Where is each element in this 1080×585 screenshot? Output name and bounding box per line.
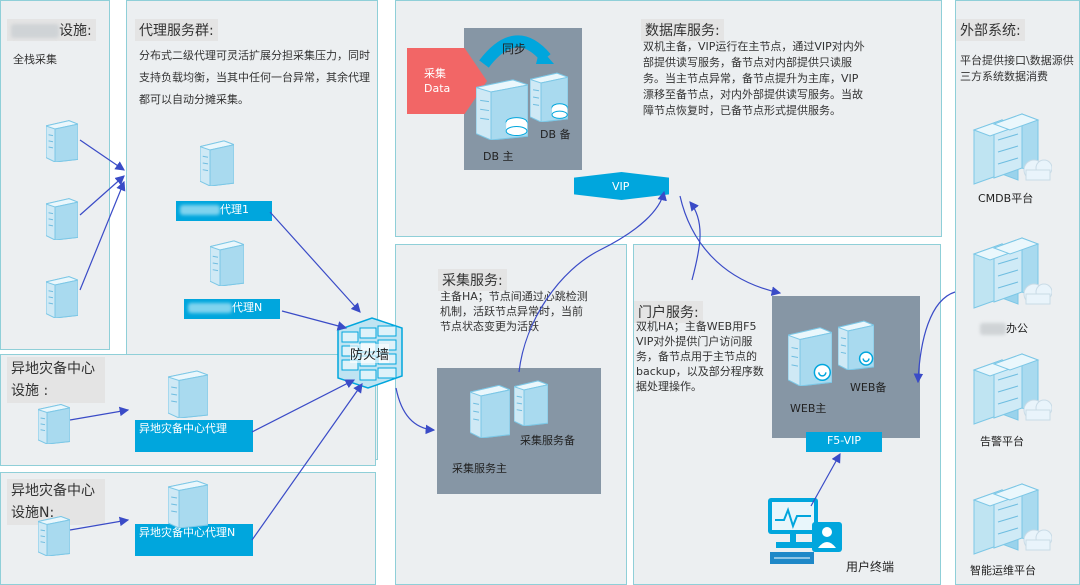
- redacted-name: [188, 303, 232, 313]
- collect-service-title: 采集服务:: [438, 269, 507, 291]
- f5-vip-label: F5-VIP: [826, 434, 862, 447]
- dr1-title: 异地灾备中心 设施 :: [7, 357, 105, 403]
- drN-proxy-label: 异地灾备中心代理N: [135, 524, 253, 556]
- web-backup-label: WEB备: [850, 381, 887, 394]
- proxyN-label-box: 代理N: [184, 299, 280, 319]
- dr1-server-icon: [38, 402, 70, 444]
- redacted-name: [11, 24, 59, 38]
- vip-label: VIP: [612, 180, 630, 193]
- proxy1-label: 代理1: [220, 203, 249, 216]
- proxy1-server-icon: [200, 138, 234, 186]
- proxy-cluster-description: 分布式二级代理可灵活扩展分担采集压力，同时支持负载均衡，当其中任何一台异常，其余…: [139, 49, 370, 106]
- drN-server-icon: [38, 514, 70, 556]
- alert-rack-icon: [972, 350, 1052, 430]
- drN-proxy-server-icon: [168, 478, 208, 528]
- web-master-label: WEB主: [790, 402, 827, 415]
- external-title: 外部系统:: [956, 19, 1025, 41]
- cmdb-label: CMDB平台: [978, 192, 1034, 205]
- ops-rack-icon: [972, 480, 1052, 560]
- portal-description: 双机HA；主备WEB用F5 VIP对外提供门户访问服务，备节点用于主节点的bac…: [636, 320, 764, 393]
- web-backup-server-icon: [838, 318, 874, 370]
- user-terminal-icon: [766, 496, 846, 572]
- full-stack-title: 设施:: [7, 19, 96, 41]
- collect-master-server-icon: [470, 382, 510, 438]
- proxyN-server-icon: [210, 238, 244, 286]
- external-description: 平台提供接口\数据源供三方系统数据消费: [960, 54, 1074, 83]
- web-master-server-icon: [788, 324, 832, 386]
- drN-title: 异地灾备中心设施N:: [7, 479, 105, 525]
- collect-backup-server-icon: [514, 378, 548, 426]
- db-backup-label: DB 备: [540, 128, 571, 141]
- server-icon: [46, 196, 78, 240]
- database-description: 双机主备，VIP运行在主节点，通过VIP对内外部提供读写服务，备节点对内部提供只…: [643, 40, 865, 117]
- sync-arc: [479, 35, 554, 68]
- collect-data-label: 采集 Data: [424, 67, 451, 95]
- db-master-label: DB 主: [483, 150, 514, 163]
- server-icon: [46, 118, 78, 162]
- cmdb-rack-icon: [972, 110, 1052, 190]
- proxy-cluster-title: 代理服务群:: [135, 19, 218, 41]
- redacted-name: [180, 205, 220, 215]
- f5-vip-box: F5-VIP: [806, 432, 882, 452]
- ops-label: 智能运维平台: [970, 564, 1036, 577]
- full-stack-subtitle: 全栈采集: [13, 53, 57, 66]
- db-master-server-icon: [476, 76, 528, 140]
- collect-master-label: 采集服务主: [452, 462, 507, 475]
- collect-service-description: 主备HA；节点间通过心跳检测机制，活跃节点异常时，当前节点状态变更为活跃: [440, 290, 588, 333]
- user-terminal-label: 用户终端: [846, 560, 895, 574]
- firewall-label: 防火墙: [350, 344, 390, 363]
- redacted-name: [980, 323, 1006, 335]
- db-backup-server-icon: [530, 70, 568, 122]
- dr1-proxy-server-icon: [168, 368, 208, 418]
- office-label: 办公: [980, 320, 1028, 336]
- collect-backup-label: 采集服务备: [520, 434, 575, 447]
- proxyN-label: 代理N: [232, 301, 263, 314]
- sync-label: 同步: [502, 42, 527, 56]
- proxy1-label-box: 代理1: [176, 201, 272, 221]
- server-icon: [46, 274, 78, 318]
- office-rack-icon: [972, 234, 1052, 314]
- dr1-proxy-label: 异地灾备中心代理: [135, 420, 253, 452]
- database-title: 数据库服务:: [641, 19, 724, 41]
- alert-label: 告警平台: [980, 435, 1024, 448]
